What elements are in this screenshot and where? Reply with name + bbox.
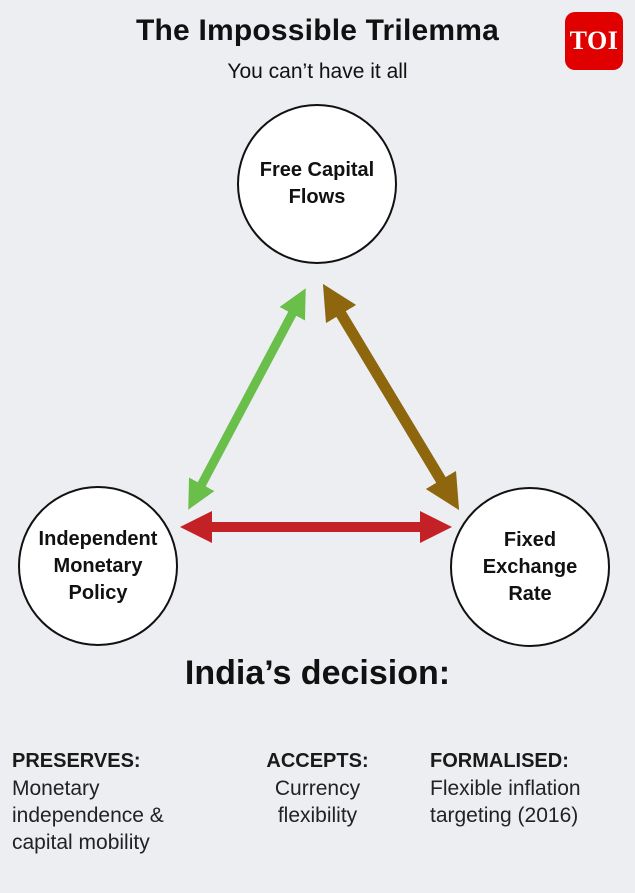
column-title: ACCEPTS: [266,750,369,772]
column-text-line: targeting (2016) [430,804,579,827]
node-free-capital-flows: Free Capital Flows [237,104,397,264]
column-text-line: Currency [274,777,361,800]
node-label-line: Fixed [503,528,557,551]
node-label-line: Exchange [482,555,578,578]
decision-heading: India’s decision: [184,654,451,692]
arrow-capital-exchange [322,283,460,511]
column-text-line: Flexible inflation [430,777,581,800]
node-independent-monetary-policy: Independent Monetary Policy [18,486,178,646]
column-preserves: PRESERVES: Monetary independence & capit… [12,748,232,856]
node-label-line: Flows [288,186,346,208]
node-label-line: Monetary [53,554,143,577]
arrow-monetary-capital [188,288,306,510]
node-label-line: Independent [38,527,158,550]
page-subtitle: You can’t have it all [227,60,408,83]
page-title: The Impossible Trilemma [135,14,500,47]
node-label-line: Free Capital [259,159,375,181]
column-title: FORMALISED: [430,750,569,772]
node-label-line: Policy [68,581,128,604]
column-text-line: independence & [12,804,164,827]
node-label-line: Rate [508,582,552,605]
column-text-line: flexibility [277,804,358,827]
column-text-line: Monetary [12,777,100,800]
column-title: PRESERVES: [12,750,141,772]
node-fixed-exchange-rate: Fixed Exchange Rate [450,487,610,647]
column-accepts: ACCEPTS: Currency flexibility [240,748,395,829]
column-formalised: FORMALISED: Flexible inflation targeting… [430,748,630,829]
toi-logo-text: TOI [569,26,619,55]
column-text-line: capital mobility [12,831,150,854]
toi-logo: TOI [565,12,623,70]
